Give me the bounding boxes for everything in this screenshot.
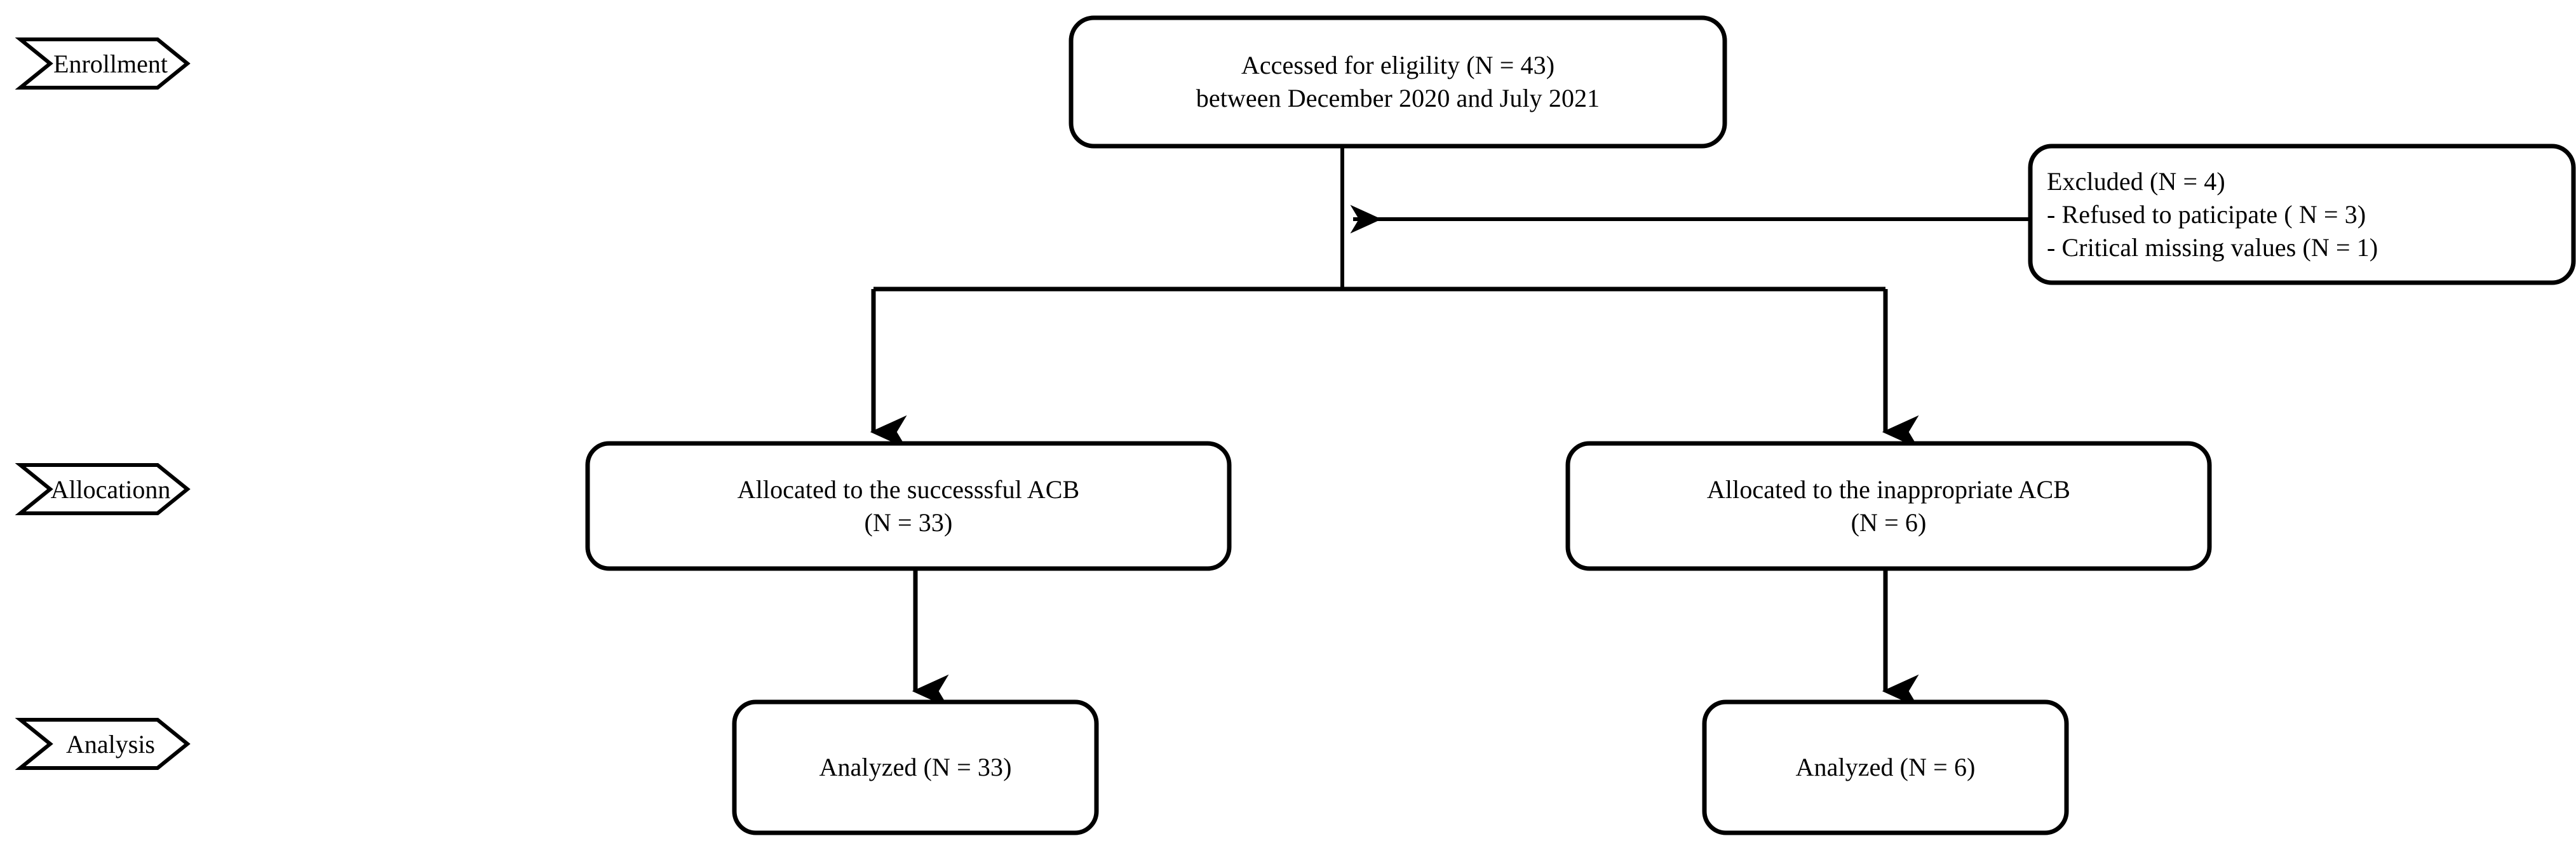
stage-banner-enrollment-shape [20, 39, 187, 88]
node-label-analyzed-success-line-1: Analyzed (N = 33) [819, 753, 1012, 781]
stage-banner-enrollment-text: Enrollment [53, 49, 168, 78]
node-label-allocated-inappropriate-line-1: Allocated to the inappropriate ACB [1706, 475, 2071, 504]
node-box-allocated-success [585, 441, 1232, 571]
node-label-allocated-inappropriate: Allocated to the inappropriate ACB (N = … [1568, 443, 2209, 569]
node-label-allocated-success: Allocated to the successsful ACB (N = 33… [588, 443, 1229, 569]
node-box-eligibility [1069, 15, 1727, 149]
node-label-excluded-line-1: Excluded (N = 4) [2047, 166, 2225, 196]
stage-banner-allocation-label: Allocationn [50, 465, 171, 513]
node-label-excluded: Excluded (N = 4) - Refused to paticipate… [2047, 146, 2568, 283]
stage-banner-analysis-text: Analysis [66, 729, 155, 759]
node-label-excluded-line-3: - Critical missing values (N = 1) [2047, 233, 2378, 262]
node-box-analyzed-success [732, 699, 1099, 835]
node-box-analyzed-inappropriate [1702, 699, 2069, 835]
node-label-analyzed-success: Analyzed (N = 33) [734, 702, 1096, 833]
node-box-excluded [2028, 144, 2576, 285]
node-label-eligibility-line-2: between December 2020 and July 2021 [1196, 84, 1600, 112]
stage-banner-analysis-label: Analysis [50, 720, 171, 768]
node-label-allocated-success-line-1: Allocated to the successsful ACB [737, 475, 1080, 504]
node-box-allocated-inappropriate [1565, 441, 2212, 571]
node-label-allocated-success-line-2: (N = 33) [864, 508, 953, 537]
stage-banner-analysis-shape [20, 720, 187, 768]
node-label-excluded-line-2: - Refused to paticipate ( N = 3) [2047, 199, 2366, 229]
stage-banner-allocation-text: Allocationn [50, 475, 171, 504]
stage-banner-enrollment-label: Enrollment [50, 39, 171, 88]
node-label-analyzed-inappropriate-line-1: Analyzed (N = 6) [1795, 753, 1976, 781]
stage-banner-allocation-shape [20, 465, 187, 513]
node-label-allocated-inappropriate-line-2: (N = 6) [1851, 508, 1927, 537]
node-label-eligibility-line-1: Accessed for eligility (N = 43) [1241, 51, 1555, 79]
node-label-analyzed-inappropriate: Analyzed (N = 6) [1704, 702, 2067, 833]
node-label-eligibility: Accessed for eligility (N = 43) between … [1071, 18, 1725, 146]
